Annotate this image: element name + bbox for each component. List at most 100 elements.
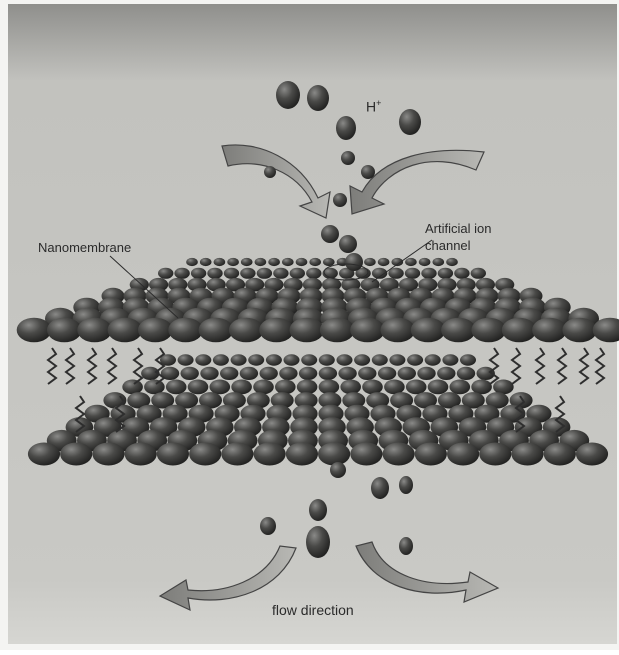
lower-lipid-head: [415, 443, 447, 466]
hydrogen-ion: [399, 109, 421, 135]
upper-lipid-head: [77, 318, 112, 343]
hydrogen-ion: [339, 235, 357, 253]
upper-lipid-head: [502, 318, 537, 343]
upper-lipid-head: [471, 318, 506, 343]
upper-lipid-head: [259, 318, 294, 343]
lower-lipid-head: [286, 443, 318, 466]
upper-lipid-head: [532, 318, 567, 343]
lower-lipid-head: [398, 367, 416, 380]
lower-lipid-head: [544, 443, 576, 466]
lower-lipid-head: [493, 380, 514, 395]
lower-lipid-head: [319, 367, 337, 380]
upper-lipid-head: [309, 258, 321, 266]
hydrogen-ion-label: H+: [366, 98, 381, 115]
lower-lipid-head: [428, 380, 449, 395]
upper-lipid-head: [419, 258, 431, 266]
lower-lipid-head: [200, 367, 218, 380]
lower-lipid-head: [383, 443, 415, 466]
lower-lipid-head: [389, 354, 405, 365]
lower-lipid-head: [275, 380, 296, 395]
hydrogen-ion: [321, 225, 339, 243]
upper-lipid-head: [214, 258, 226, 266]
upper-lipid-head: [323, 258, 335, 266]
upper-lipid-head: [108, 318, 143, 343]
upper-lipid-head: [421, 268, 436, 279]
upper-lipid-head: [405, 268, 420, 279]
hydrogen-ion: [264, 166, 276, 178]
lower-lipid-head: [437, 367, 455, 380]
upper-lipid-head: [241, 258, 253, 266]
lower-lipid-head: [511, 443, 543, 466]
hydrogen-ion: [399, 537, 413, 555]
upper-lipid-head: [227, 258, 239, 266]
upper-lipid-head: [200, 258, 212, 266]
lower-lipid-head: [301, 354, 317, 365]
lower-lipid-head: [479, 443, 511, 466]
lower-lipid-head: [299, 367, 317, 380]
upper-lipid-head: [240, 268, 255, 279]
lower-lipid-head: [221, 443, 253, 466]
upper-lipid-head: [207, 268, 222, 279]
upper-lipid-head: [158, 268, 173, 279]
upper-lipid-head: [138, 318, 173, 343]
lower-lipid-head: [260, 367, 278, 380]
upper-lipid-head: [186, 258, 198, 266]
upper-lipid-head: [441, 318, 476, 343]
hydrogen-ion: [361, 165, 375, 179]
upper-lipid-head: [438, 268, 453, 279]
lower-lipid-head: [372, 354, 388, 365]
lower-lipid-head: [460, 354, 476, 365]
lower-lipid-head: [231, 380, 252, 395]
lower-lipid-head: [231, 354, 247, 365]
upper-lipid-head: [306, 268, 321, 279]
upper-lipid-head: [364, 258, 376, 266]
lower-lipid-head: [297, 380, 318, 395]
upper-lipid-head: [168, 318, 203, 343]
lower-lipid-head: [319, 380, 340, 395]
lower-lipid-head: [213, 354, 229, 365]
hydrogen-ion: [276, 81, 300, 109]
lower-lipid-head: [122, 380, 143, 395]
upper-lipid-head: [282, 258, 294, 266]
lower-lipid-head: [319, 354, 335, 365]
lower-lipid-head: [178, 354, 194, 365]
lower-lipid-head: [358, 367, 376, 380]
lower-lipid-head: [125, 443, 157, 466]
upper-lipid-head: [405, 258, 417, 266]
lower-lipid-head: [210, 380, 231, 395]
hydrogen-ion: [309, 499, 327, 521]
hydrogen-ion: [399, 476, 413, 494]
lower-lipid-head: [157, 443, 189, 466]
upper-lipid-head: [446, 258, 458, 266]
lower-lipid-head: [284, 354, 300, 365]
lower-lipid-head: [407, 354, 423, 365]
upper-lipid-head: [268, 258, 280, 266]
upper-lipid-head: [255, 258, 267, 266]
lower-lipid-head: [447, 443, 479, 466]
lower-lipid-head: [425, 354, 441, 365]
lower-lipid-head: [406, 380, 427, 395]
upper-lipid-head: [290, 268, 305, 279]
lower-lipid-head: [220, 367, 238, 380]
flow-direction-label: flow direction: [272, 602, 354, 618]
lower-lipid-head: [450, 380, 471, 395]
nanomembrane-label: Nanomembrane: [38, 240, 131, 255]
upper-lipid-head: [378, 258, 390, 266]
lower-lipid-head: [340, 380, 361, 395]
upper-lipid-head: [471, 268, 486, 279]
upper-lipid-head: [17, 318, 52, 343]
upper-lipid-head: [191, 268, 206, 279]
lower-lipid-head: [248, 354, 264, 365]
lower-lipid-head: [254, 443, 286, 466]
upper-lipid-head: [381, 318, 416, 343]
hydrogen-ion: [345, 253, 363, 271]
hydrogen-ion: [341, 151, 355, 165]
hydrogen-ion: [260, 517, 276, 535]
lower-lipid-head: [576, 443, 608, 466]
lower-lipid-head: [166, 380, 187, 395]
upper-lipid-head: [433, 258, 445, 266]
lower-lipid-head: [188, 380, 209, 395]
upper-lipid-head: [290, 318, 325, 343]
